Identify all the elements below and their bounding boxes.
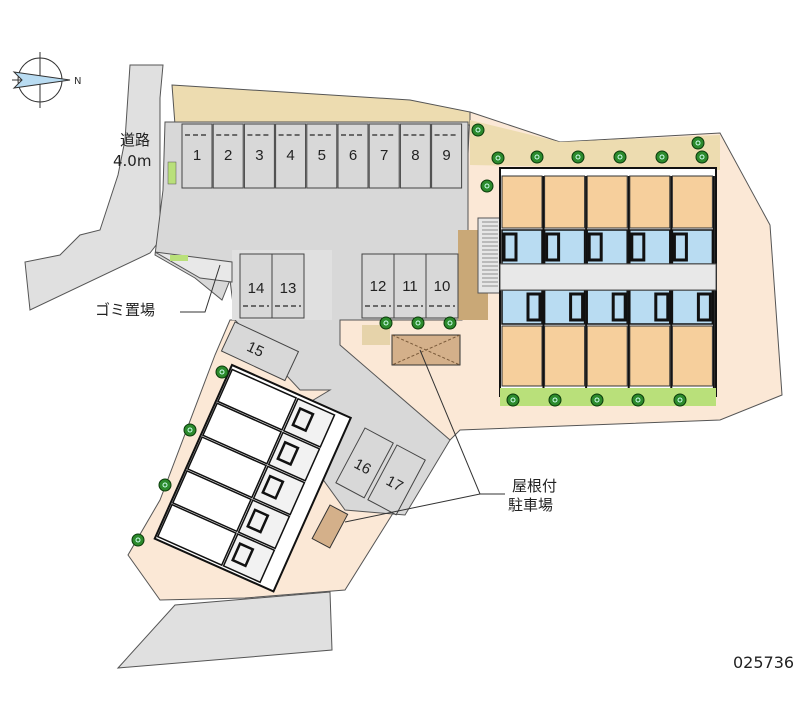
road-name: 道路 [120, 131, 151, 149]
tree-icon [379, 316, 393, 330]
property-id: 025736 [733, 653, 795, 672]
svg-text:17: 17 [383, 472, 406, 495]
tree-icon [491, 151, 505, 165]
svg-text:14: 14 [248, 280, 265, 297]
parking-space-14: 14 [239, 253, 273, 319]
tree-icon [631, 393, 645, 407]
parking-space-9: 9 [431, 123, 463, 189]
parking-space-11: 11 [393, 253, 427, 319]
garbage-area-label: ゴミ置場 [95, 301, 156, 319]
parking-space-13: 13 [271, 253, 305, 319]
north-label: N [74, 76, 81, 87]
road-south [116, 591, 333, 669]
tree-icon [183, 423, 197, 437]
garden-strip [171, 84, 471, 126]
tree-icon [443, 316, 457, 330]
tree-icon [530, 150, 544, 164]
svg-text:3: 3 [255, 147, 263, 164]
svg-text:15: 15 [244, 338, 266, 360]
parking-space-7: 7 [368, 123, 400, 189]
parking-space-15: 15 [220, 321, 300, 382]
svg-text:9: 9 [442, 147, 450, 164]
svg-text:13: 13 [280, 280, 297, 297]
tree-icon [548, 393, 562, 407]
west-building [153, 363, 353, 593]
svg-text:12: 12 [370, 278, 387, 295]
apartment-unit [629, 175, 673, 390]
tree-icon [691, 136, 705, 150]
tree-icon [590, 393, 604, 407]
parking-space-3: 3 [243, 123, 275, 189]
garbage-leader [180, 264, 221, 313]
tree-icon [215, 365, 229, 379]
apartment-unit [671, 175, 715, 390]
apartment-unit [543, 175, 588, 390]
svg-text:10: 10 [434, 278, 451, 295]
tree-icon [571, 150, 585, 164]
svg-text:2: 2 [224, 147, 232, 164]
tree-icon [695, 150, 709, 164]
svg-text:7: 7 [380, 147, 388, 164]
tree-icon [131, 533, 145, 547]
road [24, 64, 164, 311]
covered-parking-label-1: 屋根付 [512, 477, 558, 495]
tree-icon [480, 179, 494, 193]
parking-space-17: 17 [367, 444, 426, 516]
tree-icon [655, 150, 669, 164]
covered-parking-label-2: 駐車場 [508, 496, 554, 514]
svg-text:11: 11 [402, 278, 418, 295]
svg-text:1: 1 [193, 147, 201, 164]
svg-text:8: 8 [411, 147, 419, 164]
tree-icon [673, 393, 687, 407]
parking-space-2: 2 [212, 123, 244, 189]
covered-parking-roof [362, 325, 461, 366]
parking-space-8: 8 [399, 123, 431, 189]
svg-text:16: 16 [351, 455, 374, 478]
parking-space-5: 5 [306, 123, 338, 189]
svg-text:6: 6 [349, 147, 357, 164]
road-width: 4.0m [113, 152, 152, 170]
parking-space-1: 1 [181, 123, 213, 189]
tree-icon [506, 393, 520, 407]
parking-space-4: 4 [275, 123, 307, 189]
covered-parking-roof-2 [311, 504, 349, 549]
parking-space-16: 16 [335, 427, 394, 499]
parking-space-6: 6 [337, 123, 369, 189]
tree-icon [158, 478, 172, 492]
tree-icon [411, 316, 425, 330]
svg-text:4: 4 [286, 147, 294, 164]
tree-icon [613, 150, 627, 164]
parking-space-12: 12 [361, 253, 395, 319]
tree-icon [471, 123, 485, 137]
parking-space-10: 10 [425, 253, 459, 319]
compass-icon [12, 52, 71, 108]
svg-text:5: 5 [318, 147, 326, 164]
